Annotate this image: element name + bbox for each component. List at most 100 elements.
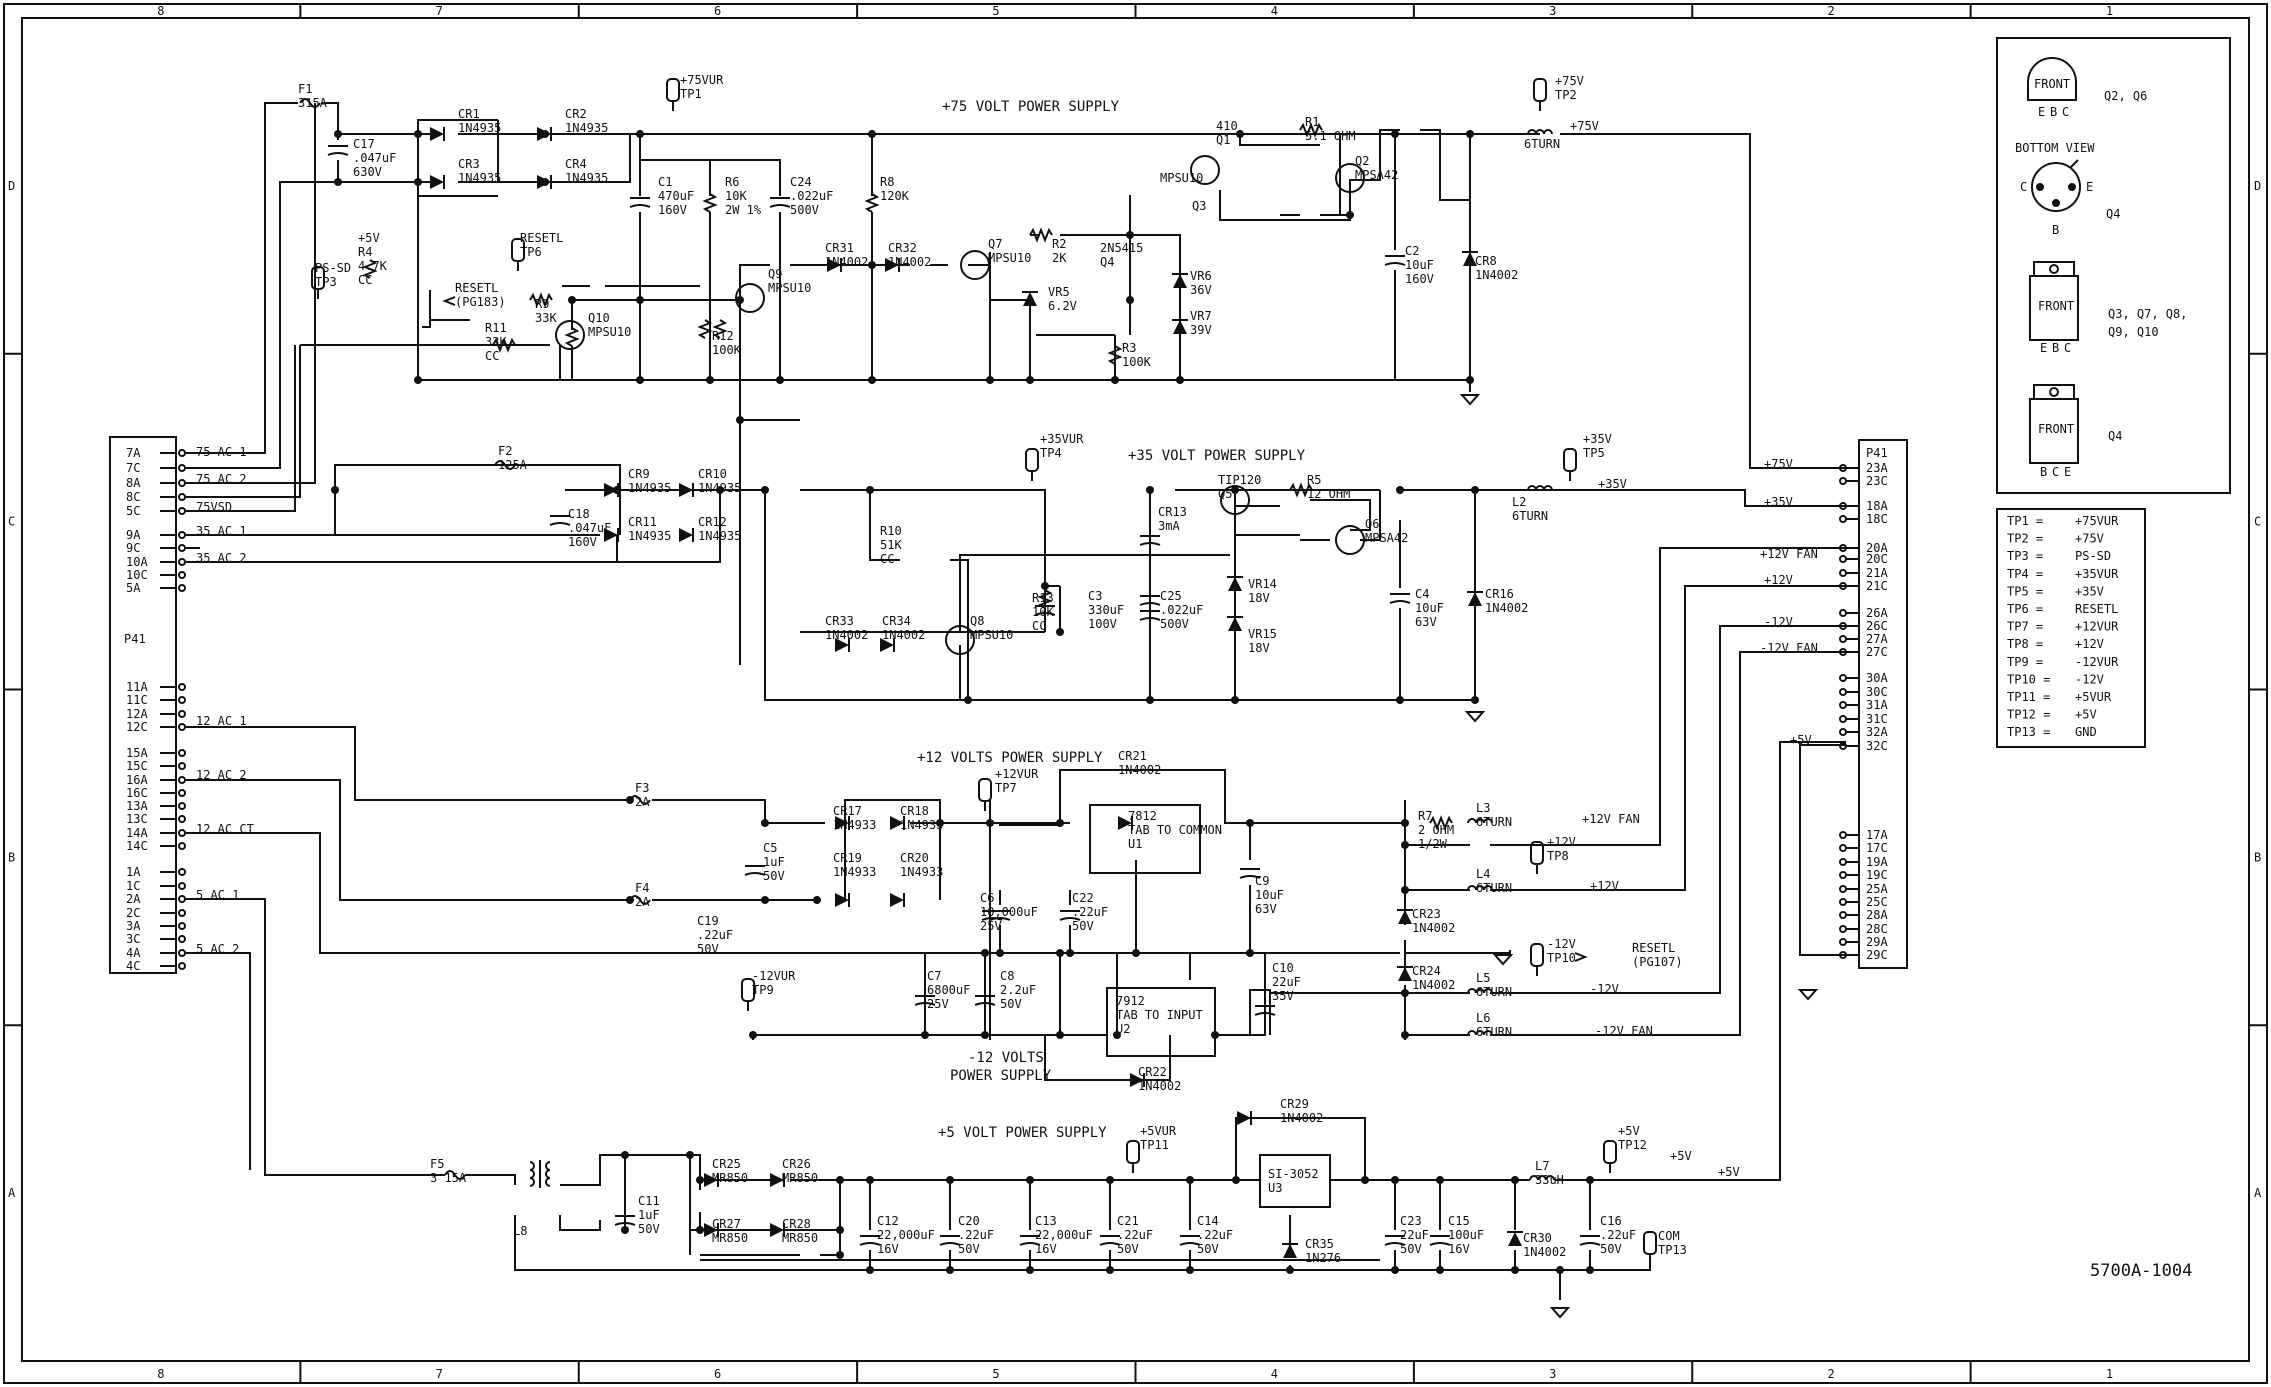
- sig-plus75v: +75V: [1764, 457, 1793, 471]
- label-tp5-1: TP5: [1583, 446, 1605, 460]
- label-c21-0: C21: [1117, 1214, 1139, 1228]
- label-cr1-1: 1N4935: [458, 121, 501, 135]
- label-r5-1: 12 OHM: [1307, 487, 1350, 501]
- p41-left-pin-3C: 3C: [126, 932, 140, 946]
- label-tp12-0: +5V: [1618, 1124, 1640, 1138]
- label-r2-0: R2: [1052, 237, 1066, 251]
- p41-left-pin-5A: 5A: [126, 581, 141, 595]
- label-c10-2: 35V: [1272, 989, 1294, 1003]
- label-vr15-1: 18V: [1248, 641, 1270, 655]
- label-c24-1: .022uF: [790, 189, 833, 203]
- p41-left-pin-3A: 3A: [126, 919, 141, 933]
- tp-table-name-tp3: TP3 =: [2007, 549, 2043, 563]
- label-q2-0: Q2: [1355, 154, 1369, 168]
- p41-left-pin-4A: 4A: [126, 946, 141, 960]
- label-tp12-1: TP12: [1618, 1138, 1647, 1152]
- sig-75ac1: 75 AC 1: [196, 445, 247, 459]
- label-tp1-1: TP1: [680, 87, 702, 101]
- label-c15-1: 100uF: [1448, 1228, 1484, 1242]
- p41-right-pin-18C: 18C: [1866, 512, 1888, 526]
- sig-5ac1: 5 AC 1: [196, 888, 239, 902]
- label-c22-2: 50V: [1072, 919, 1094, 933]
- label-c23-0: C23: [1400, 1214, 1422, 1228]
- p41-right-pin-labels: 23A23C18A18C20A20C21A21C26A26C27A27C30A3…: [1839, 461, 1888, 962]
- label-tp5-0: +35V: [1583, 432, 1612, 446]
- label-reset-out-0: RESETL: [1632, 941, 1675, 955]
- label-p35: +35V: [1598, 477, 1627, 491]
- sig-plus5v: +5V: [1790, 733, 1812, 747]
- label-n12: -12V: [1590, 982, 1619, 996]
- label-vr7-1: 39V: [1190, 323, 1212, 337]
- frame-row-left-B: B: [8, 850, 15, 864]
- label-tp7-0: +12VUR: [995, 767, 1039, 781]
- label-cr28-1: MR850: [782, 1231, 818, 1245]
- tp-table-name-tp5: TP5 =: [2007, 584, 2043, 598]
- p41-left-pin-10C: 10C: [126, 568, 148, 582]
- legend-q4b-pin-c: C: [2052, 465, 2059, 479]
- label-l2-0: L2: [1512, 495, 1526, 509]
- label-c18-2: 160V: [568, 535, 597, 549]
- label-tp9-0: -12VUR: [752, 969, 796, 983]
- label-c20-2: 50V: [958, 1242, 980, 1256]
- label-tp6-0: RESETL: [520, 231, 563, 245]
- label-r11-2: CC: [485, 349, 499, 363]
- label-cr32-1: 1N4002: [888, 255, 931, 269]
- p41-left-pin-5C: 5C: [126, 504, 140, 518]
- label-c17-1: .047uF: [353, 151, 396, 165]
- label-f5-1: 3 15A: [430, 1171, 467, 1185]
- label-c12-1: 22,000uF: [877, 1228, 935, 1242]
- label-c25-1: .022uF: [1160, 603, 1203, 617]
- label-c13-1: 22,000uF: [1035, 1228, 1093, 1242]
- p41-right-pin-26A: 26A: [1866, 606, 1888, 620]
- sig-plus12v: +12V: [1764, 573, 1793, 587]
- label-tp11-0: +5VUR: [1140, 1124, 1177, 1138]
- frame-row-right-C: C: [2254, 515, 2261, 529]
- label-u3-0: SI-3052: [1268, 1167, 1319, 1181]
- label-r10-0: R10: [880, 524, 902, 538]
- p41-right-pin-31A: 31A: [1866, 698, 1888, 712]
- label-l7-1: 33uH: [1535, 1173, 1564, 1187]
- p41-right-pin-21A: 21A: [1866, 566, 1888, 580]
- label-cr26-1: MR850: [782, 1171, 818, 1185]
- label-tp1-0: +75VUR: [680, 73, 724, 87]
- p41-left-label: P41: [124, 632, 146, 646]
- tp-table-name-tp2: TP2 =: [2007, 532, 2043, 546]
- p41-left-pin-12A: 12A: [126, 707, 148, 721]
- label-q9-1: MPSU10: [768, 281, 811, 295]
- legend-q2q6-pin-b: B: [2050, 105, 2057, 119]
- legend-q4b-pin-b: B: [2040, 465, 2047, 479]
- label-r11-1: 33K: [485, 335, 507, 349]
- label-l8: L8: [513, 1224, 527, 1238]
- label-q2-1: MPSA42: [1355, 168, 1398, 182]
- drawing-frame: [3, 3, 2268, 1384]
- label-vr14-0: VR14: [1248, 577, 1277, 591]
- label-cr11-1: 1N4935: [628, 529, 671, 543]
- label-r11-0: R11: [485, 321, 507, 335]
- label-cr17-0: CR17: [833, 804, 862, 818]
- label-c5-1: 1uF: [763, 855, 785, 869]
- label-l3-0: L3: [1476, 801, 1490, 815]
- label-cr4-1: 1N4935: [565, 171, 608, 185]
- p41-right-pin-29A: 29A: [1866, 935, 1888, 949]
- label-c25-2: 500V: [1160, 617, 1189, 631]
- label-tp7-1: TP7: [995, 781, 1017, 795]
- label-p5a: +5V: [1670, 1149, 1692, 1163]
- label-u2-0: 7912: [1116, 994, 1145, 1008]
- label-c1-0: C1: [658, 175, 672, 189]
- p41-left-pin-8A: 8A: [126, 476, 141, 490]
- label-q4-0: 2N5415: [1100, 241, 1143, 255]
- p41-right-pin-19C: 19C: [1866, 868, 1888, 882]
- frame-col-bottom-1: 1: [2106, 1367, 2113, 1381]
- label-tp6-1: TP6: [520, 245, 542, 259]
- label-f1-1: 315A: [298, 96, 328, 110]
- tp-table-value-tp13: GND: [2075, 725, 2097, 739]
- sig-plus12v-fan: +12V FAN: [1760, 547, 1818, 561]
- legend-q2q6: Q2, Q6: [2104, 89, 2147, 103]
- label-reset-out-1: (PG107): [1632, 955, 1683, 969]
- sig-75ac2: 75 AC 2: [196, 472, 247, 486]
- label-cr3-0: CR3: [458, 157, 480, 171]
- label-c18-0: C18: [568, 507, 590, 521]
- label-c9-0: C9: [1255, 874, 1269, 888]
- label-l6-0: L6: [1476, 1011, 1490, 1025]
- legend-q3-front: FRONT: [2038, 299, 2074, 313]
